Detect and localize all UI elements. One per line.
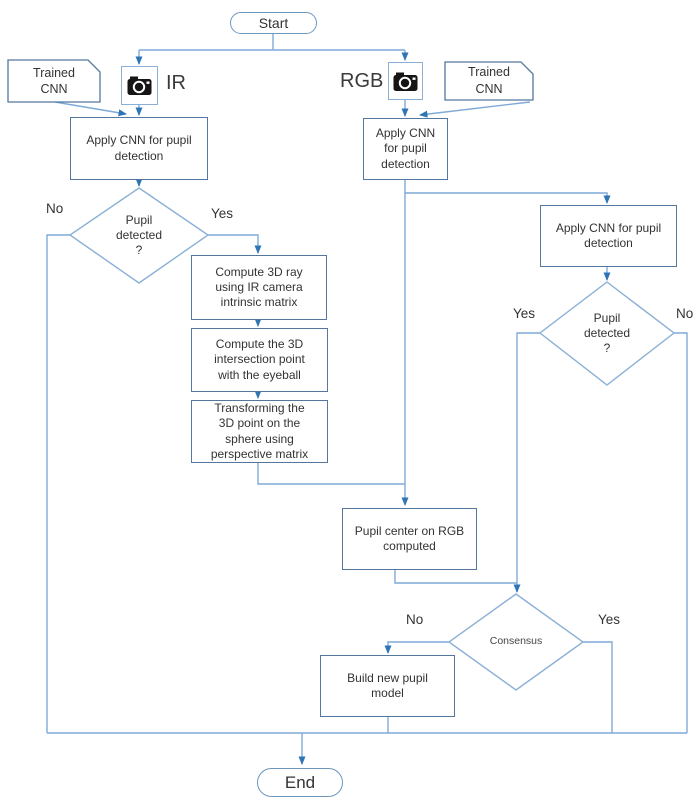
connector-branch-to-apply2 (405, 192, 611, 204)
camera-icon (393, 72, 418, 91)
connector-consensus-yes-path (583, 641, 613, 733)
connector-rgb-no-path (673, 332, 688, 733)
connector-transform-to-mainline (257, 463, 405, 485)
edge-label-rgb-no: No (676, 306, 694, 321)
start-node: Start (230, 12, 317, 34)
process-transform-point: Transforming the 3D point on the sphere … (191, 400, 328, 463)
pupil-detected-ir-label: Pupil detected ? (115, 212, 163, 257)
process-pupil-center-rgb: Pupil center on RGB computed (342, 508, 477, 570)
edge-label-consensus-no: No (406, 612, 424, 627)
end-node: End (257, 768, 343, 797)
edge-label-consensus-yes: Yes (598, 612, 621, 627)
pupil-detected-rgb-label: Pupil detected ? (583, 310, 631, 355)
rgb-camera-label: RGB (340, 70, 384, 92)
start-label: Start (258, 15, 289, 31)
end-label: End (284, 772, 316, 792)
consensus-label: Consensus (489, 635, 543, 648)
ir-camera-node (121, 66, 158, 105)
trained-cnn-ir-label: Trained CNN (33, 65, 75, 96)
connector-ir-no-path (46, 234, 70, 733)
trained-cnn-rgb-label: Trained CNN (468, 65, 510, 96)
connector-rgb-yes-path (516, 332, 540, 583)
process-apply-cnn-rgb2: Apply CNN for pupil detection (540, 205, 677, 267)
decision-pupil-detected-rgb (538, 281, 676, 386)
process-apply-cnn-rgb: Apply CNN for pupil detection (363, 118, 448, 180)
process-apply-cnn-ir: Apply CNN for pupil detection (70, 117, 208, 180)
edge-label-rgb-yes: Yes (513, 306, 536, 321)
connector-pupilcenter-to-consensus (394, 570, 517, 584)
connector-trainedcnn-ir-to-apply (54, 101, 127, 117)
connector-ir-yes-path (208, 234, 262, 254)
process-compute-intersection: Compute the 3D intersection point with t… (191, 328, 328, 392)
process-build-pupil-model: Build new pupil model (320, 655, 455, 717)
rgb-camera-node (388, 62, 423, 100)
connector-trainedcnn-rgb-to-apply (419, 101, 531, 118)
decision-consensus (447, 593, 585, 691)
edge-label-ir-no: No (46, 201, 64, 216)
camera-icon (127, 76, 152, 95)
decision-pupil-detected-ir (68, 187, 210, 284)
process-compute-3d-ray: Compute 3D ray using IR camera intrinsic… (191, 255, 327, 320)
card-trained-cnn-ir (7, 59, 101, 103)
card-trained-cnn-rgb (444, 61, 534, 101)
edge-label-ir-yes: Yes (211, 206, 234, 221)
ir-camera-label: IR (166, 72, 186, 94)
connector-consensus-no-path (384, 641, 449, 654)
